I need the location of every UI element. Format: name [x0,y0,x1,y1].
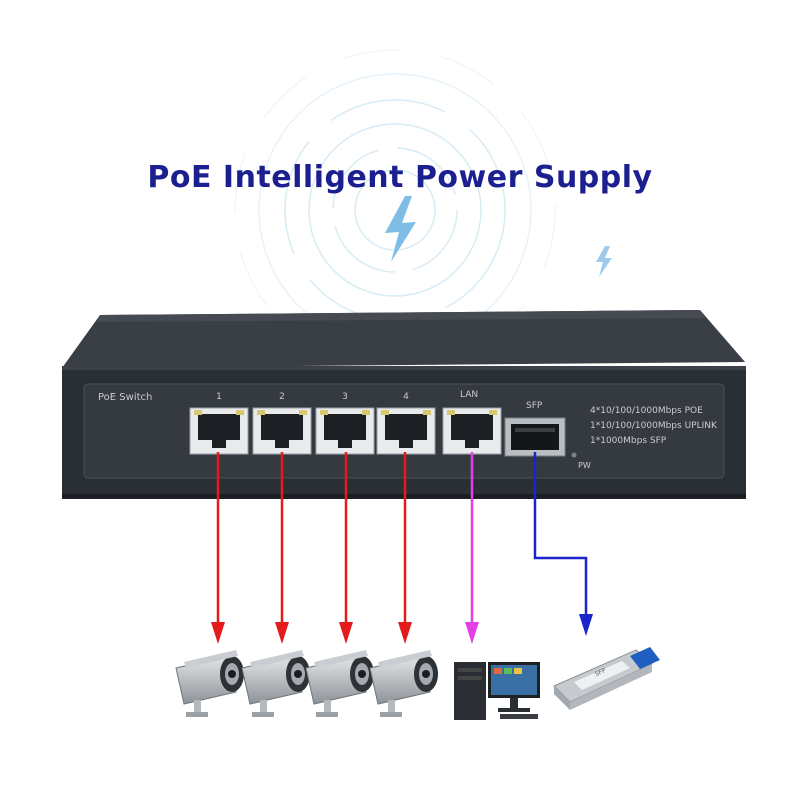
pw-label: PW [578,461,591,470]
rj45-port-lan[interactable] [442,407,502,455]
page-title: PoE Intelligent Power Supply [147,160,653,195]
spec-line-1: 4*10/100/1000Mbps POE [590,406,703,416]
port-label-1: 1 [216,392,222,402]
port-label-3: 3 [342,392,348,402]
arrow-sfp [533,452,588,618]
lightning-bolt-icon [385,196,416,262]
security-camera-icon [369,649,439,718]
port-label-4: 4 [403,392,409,402]
lightning-bolt-icon [596,246,612,277]
lan-label: LAN [460,390,479,400]
security-camera-icon [241,649,311,718]
sfp-port[interactable] [504,417,566,457]
rj45-port-3[interactable] [315,407,375,455]
security-camera-icon [175,649,245,718]
rj45-port-2[interactable] [252,407,312,455]
security-camera-icon [305,649,375,718]
sfp-module-label: SFP [594,667,607,678]
switch-brand-label: PoE Switch [98,392,153,403]
desktop-computer-icon [454,662,540,720]
spec-line-2: 1*10/100/1000Mbps UPLINK [590,421,717,431]
spec-line-3: 1*1000Mbps SFP [590,436,667,446]
port-label-2: 2 [279,392,285,402]
sfp-module-icon: SFP [553,647,660,710]
power-led [571,452,577,458]
sfp-label: SFP [526,401,543,411]
rj45-port-4[interactable] [376,407,436,455]
